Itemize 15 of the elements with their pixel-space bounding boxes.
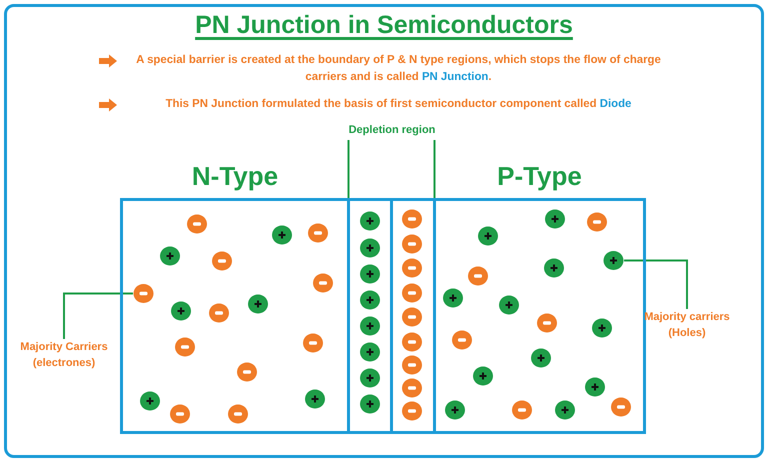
depletion-column <box>347 198 393 434</box>
diagram-title: PN Junction in Semiconductors <box>195 11 573 39</box>
leader-line <box>624 260 688 309</box>
bullet-text: A special barrier is created at the boundary of P & N type regions, which stops the flow of charge carriers and is called PN Junction. <box>135 53 662 85</box>
depletion-label: Depletion region <box>335 124 449 140</box>
leader-line <box>434 140 436 198</box>
depletion-column <box>390 198 436 434</box>
electron-icon <box>133 284 154 303</box>
region-heading: N-Type <box>190 161 280 192</box>
bullet-text: This PN Junction formulated the basis of first semiconductor component called Diode <box>164 97 632 112</box>
leader-line <box>348 140 350 198</box>
region-heading: P-Type <box>496 161 583 192</box>
leader-line <box>63 292 133 339</box>
carrier-label: Majority Carriers (electrones) <box>8 339 120 373</box>
hole-icon <box>603 251 624 270</box>
